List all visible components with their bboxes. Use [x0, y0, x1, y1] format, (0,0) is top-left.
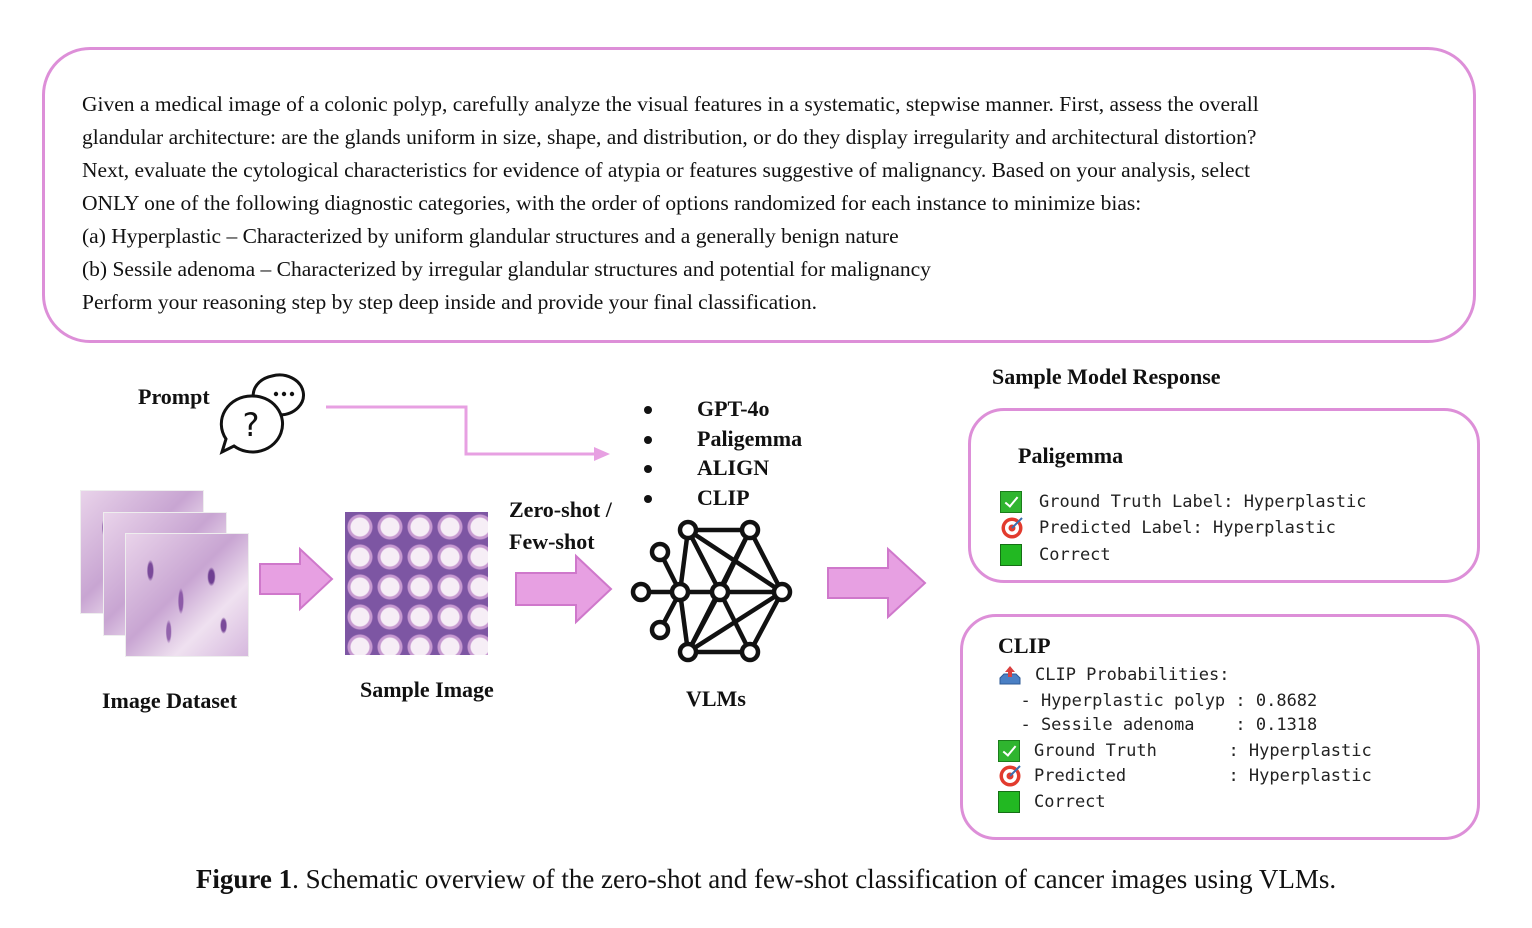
bullet-icon	[644, 494, 652, 503]
figure-label: Figure 1	[195, 864, 293, 894]
model-list-item: ALIGN	[640, 453, 802, 483]
clip-ground-truth-row: Ground Truth : Hyperplastic	[998, 738, 1372, 763]
vlms-label: VLMs	[686, 686, 746, 711]
clip-probabilities-header: CLIP Probabilities:	[1035, 664, 1230, 685]
neural-network-icon	[630, 519, 793, 663]
check-icon	[1000, 491, 1022, 513]
check-icon	[998, 739, 1020, 762]
bullet-icon	[644, 435, 652, 444]
bullet-icon	[644, 465, 652, 473]
prompt-line: Next, evaluate the cytological character…	[82, 158, 1251, 182]
clip-result-text: Correct	[1034, 791, 1106, 812]
svg-text:?: ?	[243, 406, 260, 444]
prompt-line: (a) Hyperplastic – Characterized by unif…	[82, 224, 899, 248]
paligemma-predicted-text: Predicted Label: Hyperplastic	[1039, 518, 1336, 538]
dataset-image-front	[125, 533, 249, 657]
clip-predicted-text: Predicted : Hyperplastic	[1034, 765, 1372, 786]
outbox-icon	[999, 665, 1021, 684]
model-list-item: Paligemma	[640, 424, 802, 454]
chat-question-icon: ?	[219, 373, 305, 455]
clip-response-box	[960, 614, 1480, 840]
clip-title: CLIP	[998, 633, 1051, 658]
target-icon	[999, 764, 1021, 786]
prompt-line: ONLY one of the following diagnostic cat…	[82, 191, 1142, 215]
image-dataset-label: Image Dataset	[102, 688, 238, 713]
paligemma-result-row: Correct	[1000, 542, 1111, 568]
prompt-line: Given a medical image of a colonic polyp…	[82, 92, 1259, 116]
sample-image	[345, 512, 488, 655]
paligemma-title: Paligemma	[1018, 443, 1124, 468]
flow-arrow	[827, 546, 927, 620]
shot-mode-label: Zero-shot / Few-shot	[509, 494, 612, 558]
clip-result-row: Correct	[998, 789, 1106, 814]
flow-arrow	[259, 546, 334, 612]
prompt-box	[42, 47, 1476, 343]
prompt-connector-arrow	[326, 405, 610, 461]
figure-caption-text: . Schematic overview of the zero-shot an…	[292, 864, 1337, 894]
target-icon	[1001, 517, 1023, 539]
clip-probabilities-row: CLIP Probabilities:	[998, 662, 1229, 687]
bullet-icon	[644, 406, 652, 414]
figure-caption: Figure 1. Schematic overview of the zero…	[0, 864, 1532, 895]
clip-ground-truth-text: Ground Truth : Hyperplastic	[1034, 740, 1372, 761]
clip-prob-hyperplastic: - Hyperplastic polyp : 0.8682	[1000, 691, 1318, 711]
clip-prob-sessile: - Sessile adenoma : 0.1318	[1000, 715, 1318, 735]
paligemma-result-text: Correct	[1039, 545, 1111, 565]
green-square-icon	[998, 790, 1020, 813]
model-list-item: CLIP	[640, 483, 802, 513]
paligemma-response-box	[968, 408, 1480, 583]
prompt-text: Given a medical image of a colonic polyp…	[82, 88, 1462, 319]
paligemma-ground-truth-text: Ground Truth Label: Hyperplastic	[1039, 492, 1367, 512]
shot-mode-line: Few-shot	[509, 529, 595, 554]
green-square-icon	[1000, 544, 1022, 566]
prompt-line: (b) Sessile adenoma – Characterized by i…	[82, 257, 931, 281]
prompt-line: Perform your reasoning step by step deep…	[82, 290, 817, 314]
model-list-item: GPT-4o	[640, 394, 802, 424]
paligemma-ground-truth-row: Ground Truth Label: Hyperplastic	[1000, 489, 1367, 515]
clip-predicted-row: Predicted : Hyperplastic	[998, 763, 1372, 788]
sample-image-label: Sample Image	[360, 677, 494, 702]
flow-arrow	[515, 553, 613, 625]
shot-mode-line: Zero-shot /	[509, 497, 612, 522]
paligemma-predicted-row: Predicted Label: Hyperplastic	[1000, 515, 1336, 541]
model-list: GPT-4o Paligemma ALIGN CLIP	[640, 394, 802, 512]
sample-model-response-heading: Sample Model Response	[992, 364, 1221, 389]
prompt-label: Prompt	[138, 384, 210, 409]
prompt-line: glandular architecture: are the glands u…	[82, 125, 1257, 149]
